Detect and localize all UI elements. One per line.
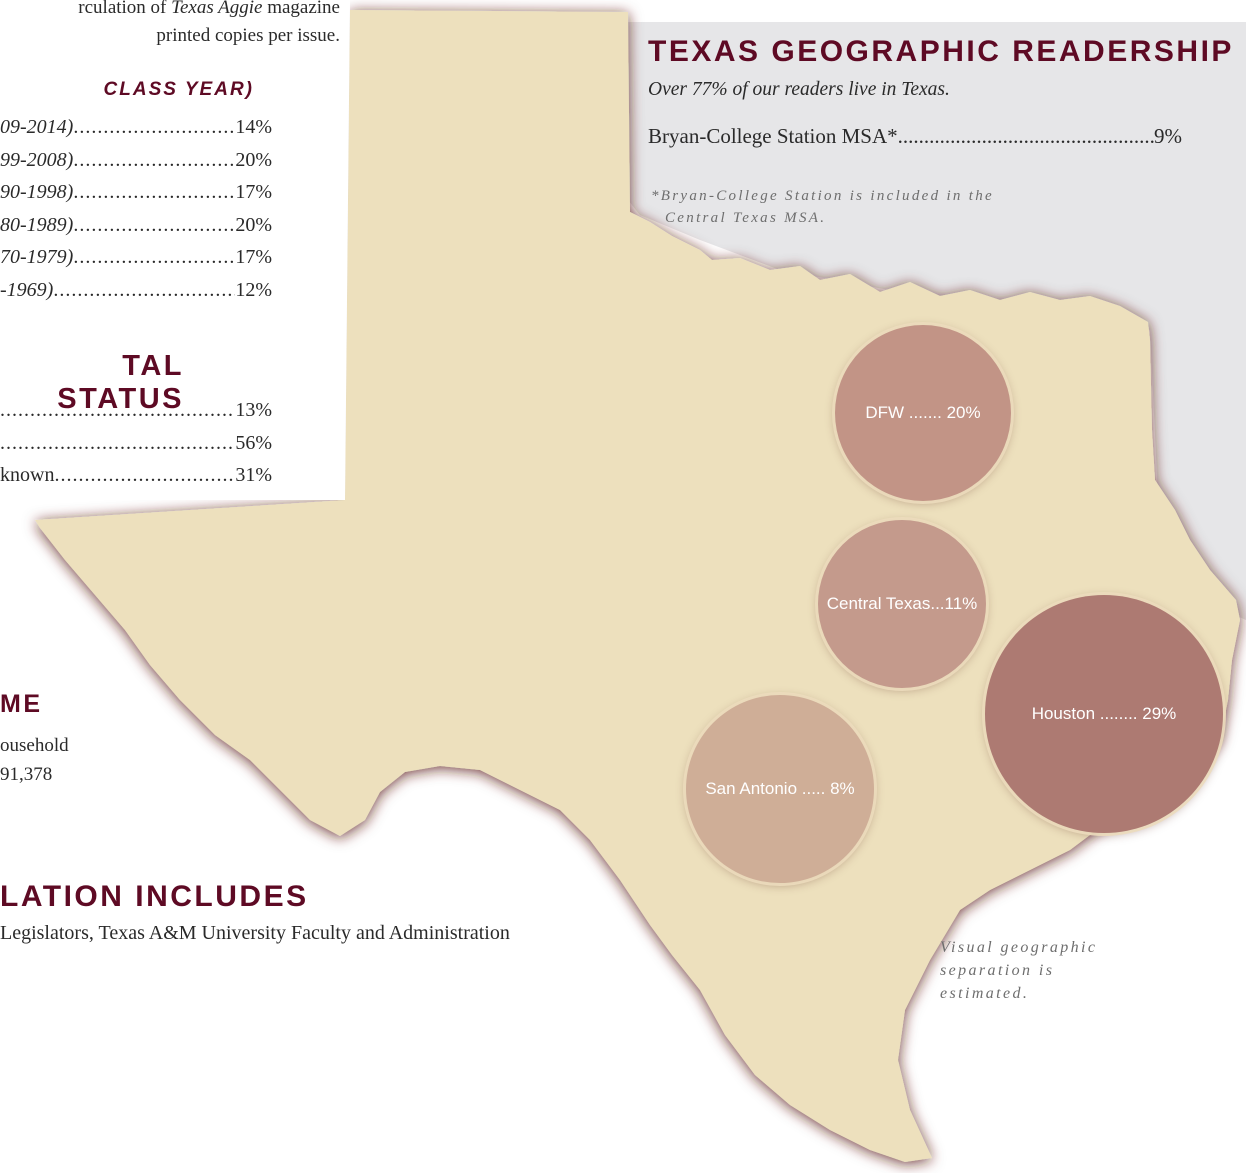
houston-bubble: Houston ........ 29% — [985, 595, 1223, 833]
list-item: 90-1998)17% — [0, 176, 272, 209]
list-item: 80-1989)20% — [0, 209, 272, 242]
list-item: 09-2014)14% — [0, 111, 272, 144]
list-item: -1969)12% — [0, 274, 272, 307]
geographic-readership-heading: TEXAS GEOGRAPHIC READERSHIP — [648, 35, 1234, 68]
class-year-list: 09-2014)14% 99-2008)20% 90-1998)17% 80-1… — [0, 111, 272, 306]
intro-text: rculation of Texas Aggie magazine printe… — [78, 0, 340, 46]
marital-status-list: 13% 56% known31% — [0, 394, 272, 492]
circulation-text: Legislators, Texas A&M University Facult… — [0, 922, 510, 944]
visual-separation-note: Visual geographic separation is estimate… — [940, 939, 1098, 1002]
income-heading: ME — [0, 690, 43, 718]
list-item: known31% — [0, 459, 272, 492]
geo-panel-background — [628, 22, 1246, 620]
msa-footnote: *Bryan-College Station is included in th… — [651, 188, 995, 226]
circulation-heading: LATION INCLUDES — [0, 880, 309, 913]
dfw-bubble: DFW ....... 20% — [835, 325, 1011, 501]
geographic-subheading: Over 77% of our readers live in Texas. — [648, 79, 950, 100]
texas-shape — [35, 10, 1240, 1162]
income-text: ousehold 91,378 — [0, 735, 69, 785]
list-item: 99-2008)20% — [0, 144, 272, 177]
bryan-college-station-row: Bryan-College Station MSA*9% — [648, 124, 1182, 149]
list-item: 13% — [0, 394, 272, 427]
class-year-heading: CLASS YEAR) — [103, 79, 254, 100]
list-item: 70-1979)17% — [0, 241, 272, 274]
san-antonio-bubble: San Antonio ..... 8% — [686, 695, 874, 883]
central-texas-bubble: Central Texas...11% — [818, 520, 986, 688]
list-item: 56% — [0, 427, 272, 460]
